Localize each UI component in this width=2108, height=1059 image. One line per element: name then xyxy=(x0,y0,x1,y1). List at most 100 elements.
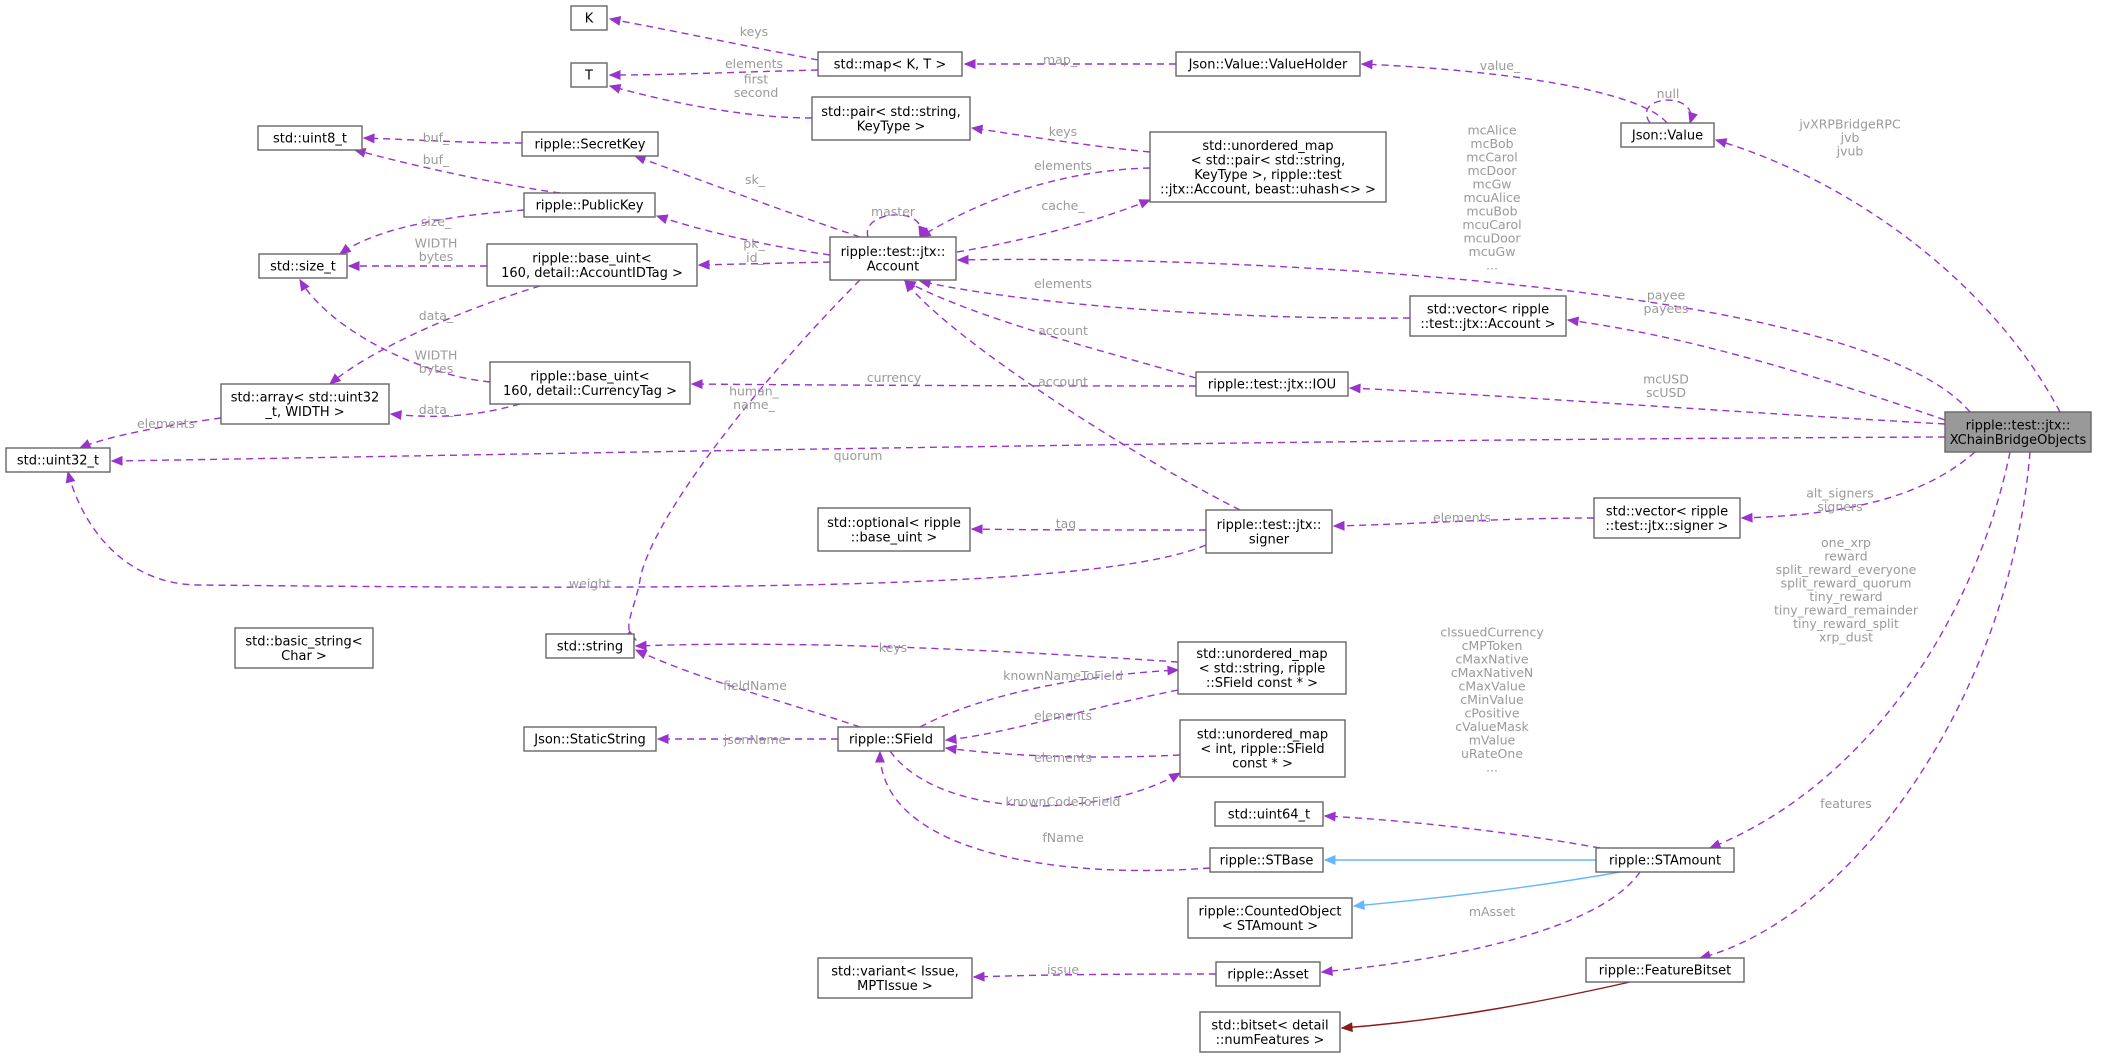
class-node-array[interactable]: std::array< std::uint32_t, WIDTH > xyxy=(220,383,390,425)
arrowhead xyxy=(1740,512,1753,523)
class-node-stamount[interactable]: ripple::STAmount xyxy=(1595,847,1735,873)
edge-label-signer_uint32: weight xyxy=(569,576,611,591)
edge-umap_account-to-account xyxy=(918,167,1151,238)
edge-label-line: ... xyxy=(1486,258,1498,273)
arrowhead xyxy=(608,16,622,26)
node-box xyxy=(817,51,963,77)
node-label: std::vector< ripple::test::jtx::signer > xyxy=(1606,504,1729,534)
node-box xyxy=(489,361,691,405)
arrowhead xyxy=(65,470,76,484)
node-label: ripple::test::jtx::IOU xyxy=(1208,378,1336,393)
node-label-line: Json::Value xyxy=(1631,129,1703,144)
arrowhead xyxy=(634,640,647,651)
class-node-account[interactable]: ripple::test::jtx::Account xyxy=(829,236,957,281)
class-node-T[interactable]: T xyxy=(570,62,608,88)
node-box xyxy=(523,726,657,752)
edge-label-line: cMPToken xyxy=(1462,638,1523,653)
edge-label-line: elements xyxy=(1433,510,1491,525)
class-node-basic-string[interactable]: std::basic_string<Char > xyxy=(234,627,374,669)
node-label: std::uint8_t xyxy=(273,132,347,147)
node-label: Json::Value xyxy=(1631,129,1703,144)
arrowhead xyxy=(347,261,360,271)
edge-label-line: null xyxy=(1657,86,1680,101)
edge-label-line: cMaxNativeN xyxy=(1451,665,1534,680)
class-node-K[interactable]: K xyxy=(570,5,608,31)
class-node-vec-account[interactable]: std::vector< ripple::test::jtx::Account … xyxy=(1409,295,1567,337)
arrowhead xyxy=(1320,966,1333,976)
edge-sfield-to-umap_sfield_str xyxy=(919,665,1180,728)
class-node-sfield[interactable]: ripple::SField xyxy=(837,726,945,752)
node-label-line: < STAmount > xyxy=(1222,919,1318,934)
class-node-vec-signer[interactable]: std::vector< ripple::test::jtx::signer > xyxy=(1593,497,1741,539)
edge-label-sfield_umapstr: knownNameToField xyxy=(1003,668,1123,683)
class-node-main[interactable]: ripple::test::jtx::XChainBridgeObjects xyxy=(1944,411,2092,453)
class-node-secretkey[interactable]: ripple::SecretKey xyxy=(521,131,659,157)
class-node-jsonvalue[interactable]: Json::Value xyxy=(1620,122,1715,148)
class-node-string[interactable]: std::string xyxy=(545,633,635,659)
class-node-featurebitset[interactable]: ripple::FeatureBitset xyxy=(1585,957,1745,983)
node-label: std::variant< Issue,MPTIssue > xyxy=(831,964,959,994)
edge-main-to-iou xyxy=(1348,383,1946,425)
node-label-line: std::unordered_map xyxy=(1196,647,1327,662)
class-node-uint8[interactable]: std::uint8_t xyxy=(257,125,363,151)
edge-label-sk_uint8: buf_ xyxy=(423,130,450,145)
arrowhead xyxy=(970,524,983,535)
class-node-staticstring[interactable]: Json::StaticString xyxy=(523,726,657,752)
class-node-sizet[interactable]: std::size_t xyxy=(258,253,348,279)
edge-stbase-to-sfield xyxy=(875,750,1211,872)
edge-sfield-to-staticstring xyxy=(656,734,838,744)
node-label-line: ::test::jtx::Account > xyxy=(1420,317,1555,332)
class-node-asset[interactable]: ripple::Asset xyxy=(1215,961,1321,987)
arrowhead xyxy=(972,971,985,982)
node-label-line: std::pair< std::string, xyxy=(821,105,960,120)
class-node-bitset[interactable]: std::bitset< detail::numFeatures > xyxy=(1199,1011,1341,1053)
edge-label-jv_self: null xyxy=(1657,86,1680,101)
edge-label-line: jvub xyxy=(1836,144,1864,159)
class-node-umap-account[interactable]: std::unordered_map< std::pair< std::stri… xyxy=(1149,131,1387,203)
class-node-pair[interactable]: std::pair< std::string,KeyType > xyxy=(811,96,971,141)
edge-label-acct_umap: cache_ xyxy=(1041,198,1085,213)
edge-label-line: second xyxy=(734,85,779,100)
class-node-map[interactable]: std::map< K, T > xyxy=(817,51,963,77)
node-label-line: 160, detail::CurrencyTag > xyxy=(503,384,677,399)
edge-label-line: jsonName xyxy=(723,732,787,747)
class-node-signer[interactable]: ripple::test::jtx::signer xyxy=(1205,509,1333,554)
arrowhead xyxy=(389,410,402,420)
edge-label-stbase_sfield: fName xyxy=(1042,830,1084,845)
class-node-countedobject[interactable]: ripple::CountedObject< STAmount > xyxy=(1187,897,1353,939)
class-node-umap-sfield-str[interactable]: std::unordered_map< std::string, ripple:… xyxy=(1177,641,1347,695)
node-box xyxy=(1149,131,1387,203)
class-node-variant[interactable]: std::variant< Issue,MPTIssue > xyxy=(817,957,973,999)
node-label: std::pair< std::string,KeyType > xyxy=(821,105,960,135)
edge-stamount-to-countedobject xyxy=(1352,871,1621,910)
edge-label-line: cPositive xyxy=(1464,706,1519,721)
node-box xyxy=(1195,371,1349,397)
class-node-optional[interactable]: std::optional< ripple::base_uint > xyxy=(817,507,971,552)
edge-label-main_feature: features xyxy=(1820,796,1872,811)
node-label-line: ripple::test::jtx:: xyxy=(1966,418,2071,433)
class-node-baseuint-curr[interactable]: ripple::base_uint<160, detail::CurrencyT… xyxy=(489,361,691,405)
edge-label-line: mcCarol xyxy=(1466,150,1517,165)
class-node-uint32[interactable]: std::uint32_t xyxy=(5,447,111,473)
class-node-iou[interactable]: ripple::test::jtx::IOU xyxy=(1195,371,1349,397)
edge-label-acct_pk: pk_ xyxy=(743,236,765,251)
node-label-line: K xyxy=(585,12,594,27)
class-node-uint64[interactable]: std::uint64_t xyxy=(1214,801,1324,827)
class-node-valueholder[interactable]: Json::Value::ValueHolder xyxy=(1175,51,1361,77)
node-label: ripple::SField xyxy=(849,733,933,748)
edge-label-line: keys xyxy=(1049,124,1077,139)
node-label-line: XChainBridgeObjects xyxy=(1950,433,2087,448)
class-node-baseuint-acct[interactable]: ripple::base_uint<160, detail::AccountID… xyxy=(486,243,698,287)
class-node-stbase[interactable]: ripple::STBase xyxy=(1209,847,1324,873)
edge-sfield-to-string xyxy=(634,649,861,728)
edge-label-sfield_static: jsonName xyxy=(723,732,787,747)
edge-label-umap_pair: keys xyxy=(1049,124,1077,139)
edge-label-line: mcuDoor xyxy=(1463,231,1521,246)
class-node-publickey[interactable]: ripple::PublicKey xyxy=(523,192,656,218)
arrowhead xyxy=(1708,839,1722,849)
node-box xyxy=(1209,847,1324,873)
node-label-line: ::SField const * > xyxy=(1206,676,1318,691)
